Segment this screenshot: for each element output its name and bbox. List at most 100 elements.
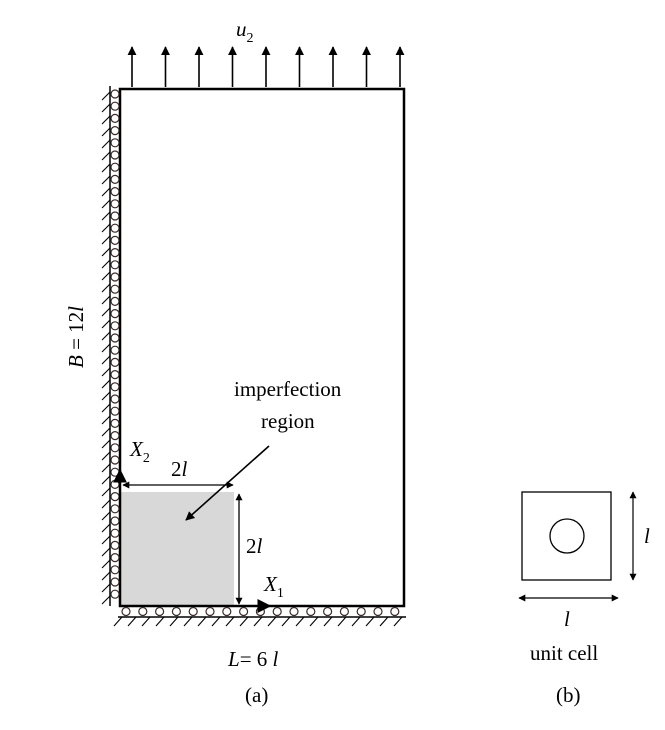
hatch-line xyxy=(379,616,389,627)
roller-circle xyxy=(110,528,120,538)
roller-circle xyxy=(110,199,120,209)
hatch-line xyxy=(101,475,111,485)
hatch-line xyxy=(101,283,111,293)
unit-cell-height-label: l xyxy=(644,524,650,548)
roller-circle xyxy=(306,606,316,617)
imperfection-label-line2: region xyxy=(261,409,315,433)
roller-circle xyxy=(110,577,120,587)
imperfection-label-line1: imperfection xyxy=(234,377,342,401)
roller-circle xyxy=(110,540,120,551)
roller-circle xyxy=(373,606,383,617)
roller-circle xyxy=(339,606,349,617)
roller-circle xyxy=(110,492,120,502)
hatch-line xyxy=(309,616,319,627)
hatch-line xyxy=(101,547,111,557)
roller-circle xyxy=(110,345,120,355)
hatch-line xyxy=(253,616,263,627)
roller-circle xyxy=(110,394,120,404)
imperfection-pointer-arrow xyxy=(185,445,270,521)
caption-a: (a) xyxy=(245,683,268,707)
hatch-line xyxy=(101,571,111,581)
hatch-line xyxy=(101,319,111,329)
roller-circle xyxy=(110,443,120,453)
roller-circle xyxy=(110,138,120,148)
unit-cell-square xyxy=(521,491,612,581)
left-roller-support xyxy=(101,86,120,606)
hatch-line xyxy=(101,247,111,257)
roller-circle xyxy=(110,589,120,599)
load-label: u2 xyxy=(236,17,254,46)
hatch-line xyxy=(101,499,111,509)
roller-circle xyxy=(110,211,120,221)
hatch-line xyxy=(101,187,111,197)
roller-circle xyxy=(222,606,232,617)
hatch-line xyxy=(155,616,165,627)
hatch-line xyxy=(211,616,221,627)
roller-circle xyxy=(390,606,400,617)
hatch-line xyxy=(101,151,111,161)
hatch-line xyxy=(101,391,111,401)
hatch-line xyxy=(101,235,111,245)
bottom-roller-support xyxy=(113,606,406,627)
roller-circle xyxy=(110,150,120,160)
roller-circle xyxy=(110,418,120,428)
hatch-line xyxy=(101,271,111,281)
hatch-line xyxy=(101,367,111,377)
unit-cell-width-label: l xyxy=(564,607,570,631)
roller-circle xyxy=(110,321,120,331)
roller-circle xyxy=(110,467,120,477)
width-label: L= 6 l xyxy=(227,647,279,671)
roller-circle xyxy=(110,235,120,245)
roller-circle xyxy=(110,260,120,270)
hatch-line xyxy=(393,616,403,627)
roller-circle xyxy=(171,606,181,617)
roller-circle xyxy=(110,479,120,489)
load-arrows xyxy=(127,46,405,87)
roller-circle xyxy=(110,162,120,172)
height-label: B = 12l xyxy=(64,306,88,368)
figure-a: u2 B = 12l X2 X1 2l 2l imperfection regi… xyxy=(64,17,406,707)
hatch-line xyxy=(169,616,179,627)
roller-circle xyxy=(110,552,120,563)
roller-circle xyxy=(110,333,120,343)
roller-circle xyxy=(110,296,120,306)
roller-circle xyxy=(110,272,120,282)
roller-circle xyxy=(110,431,120,441)
hatch-line xyxy=(101,379,111,389)
hatch-line xyxy=(337,616,347,627)
hatch-line xyxy=(295,616,305,627)
roller-circle xyxy=(110,370,120,380)
hatch-line xyxy=(101,451,111,461)
hatch-line xyxy=(101,199,111,209)
roller-circle xyxy=(110,504,120,514)
roller-circle xyxy=(110,406,120,416)
roller-circle xyxy=(110,223,120,233)
imperfection-region xyxy=(120,492,234,606)
roller-circle xyxy=(155,606,165,617)
roller-circle xyxy=(356,606,366,617)
roller-circle xyxy=(188,606,198,617)
hatch-line xyxy=(127,616,137,627)
roller-circle xyxy=(205,606,215,617)
hatch-line xyxy=(101,535,111,545)
hatch-line xyxy=(101,583,111,593)
roller-circle xyxy=(110,113,120,124)
hatch-line xyxy=(101,139,111,149)
hatch-line xyxy=(183,616,193,627)
hatch-line xyxy=(101,103,111,113)
roller-circle xyxy=(110,187,120,197)
hatch-line xyxy=(101,595,111,605)
dim-vertical-label: 2l xyxy=(246,534,263,558)
roller-circle xyxy=(323,606,333,617)
figure-b: l l unit cell (b) xyxy=(518,491,650,707)
roller-circle xyxy=(110,284,120,294)
roller-circle xyxy=(121,606,131,617)
hatch-line xyxy=(101,511,111,521)
roller-circle xyxy=(138,606,148,617)
hatch-line xyxy=(101,307,111,317)
hatch-line xyxy=(101,127,111,137)
hatch-line xyxy=(141,616,151,627)
roller-circle xyxy=(110,309,120,319)
hatch-line xyxy=(197,616,207,627)
